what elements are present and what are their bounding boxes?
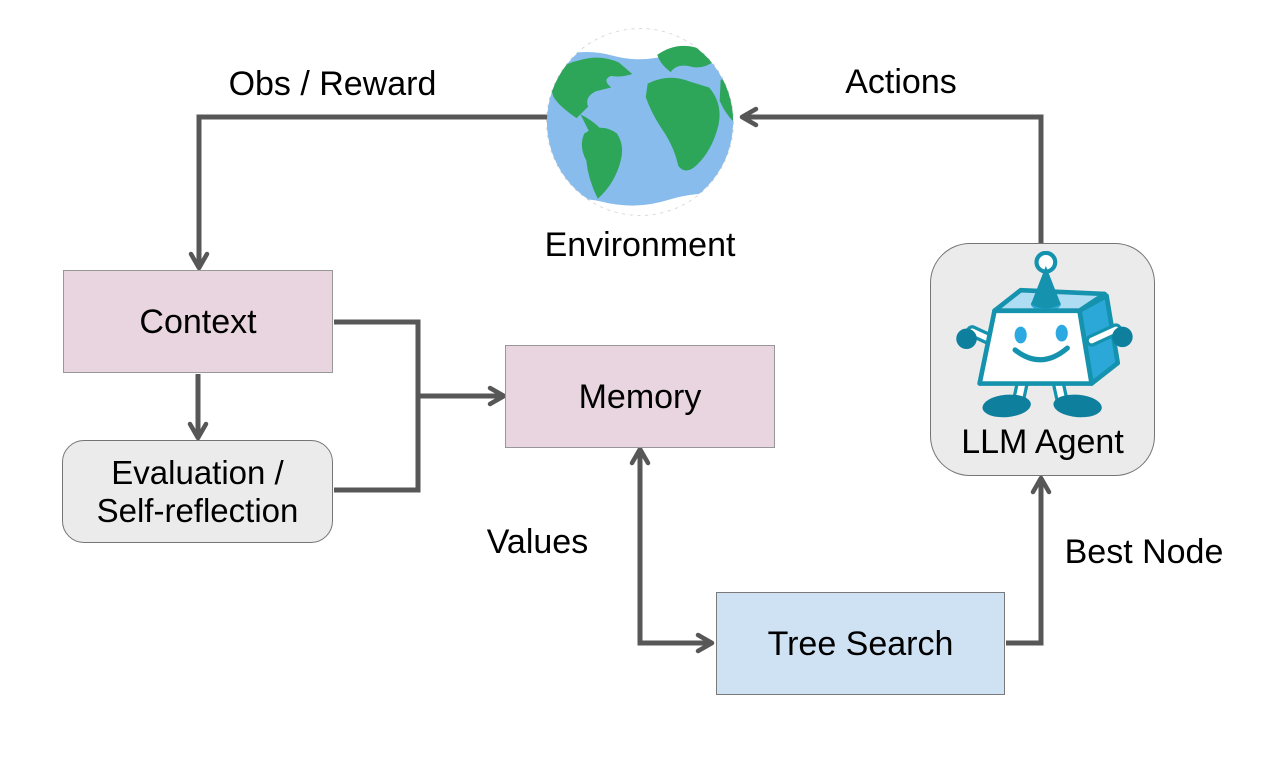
edge-llm-agent-to-environment bbox=[746, 114, 1044, 245]
arrowhead-into-evaluation bbox=[187, 421, 209, 441]
edge-label-best-node: Best Node bbox=[1064, 533, 1224, 571]
arrowhead-into-memory-bottom bbox=[629, 446, 651, 466]
node-memory: Memory bbox=[505, 345, 775, 448]
edge-tree-search-to-llm-agent bbox=[1006, 482, 1044, 646]
arrowhead-into-context bbox=[188, 251, 210, 271]
node-context: Context bbox=[63, 270, 333, 373]
robot-icon bbox=[956, 251, 1133, 418]
llm-agent-label: LLM Agent bbox=[961, 423, 1124, 461]
edge-merge-bracket bbox=[334, 319, 421, 493]
arrowhead-into-memory-left bbox=[487, 385, 507, 407]
edge-memory-tree-search bbox=[637, 452, 708, 646]
arrowhead-into-llm-agent bbox=[1030, 475, 1052, 495]
memory-label: Memory bbox=[578, 377, 702, 416]
earth-globe-icon bbox=[546, 28, 734, 216]
arrowhead-into-tree-search bbox=[695, 632, 715, 654]
edge-label-actions: Actions bbox=[845, 63, 957, 101]
node-evaluation-self-reflection: Evaluation / Self-reflection bbox=[62, 440, 333, 543]
arrowhead-into-environment bbox=[739, 106, 759, 128]
node-tree-search: Tree Search bbox=[716, 592, 1005, 695]
tree-search-label: Tree Search bbox=[767, 624, 954, 663]
edge-environment-to-context bbox=[196, 114, 557, 264]
context-label: Context bbox=[139, 302, 257, 341]
environment-label: Environment bbox=[544, 226, 736, 264]
edge-label-obs-reward: Obs / Reward bbox=[228, 65, 437, 103]
node-llm-agent: LLM Agent bbox=[930, 243, 1155, 476]
evaluation-label: Evaluation / Self-reflection bbox=[96, 453, 299, 529]
edge-label-values: Values bbox=[486, 523, 589, 561]
